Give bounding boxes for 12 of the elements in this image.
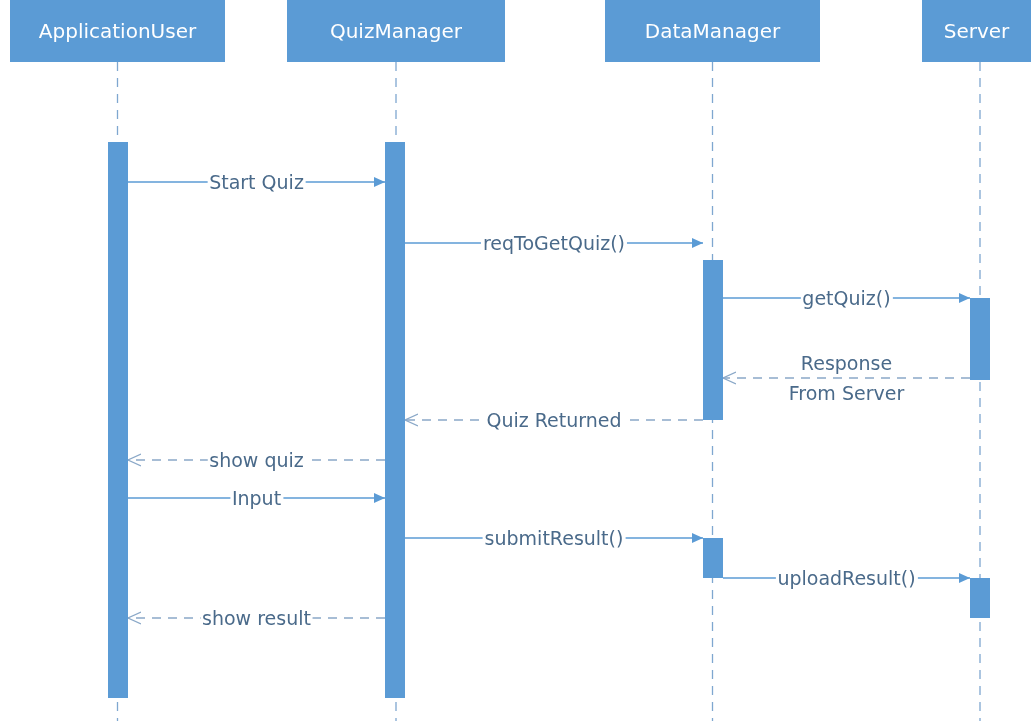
activation-bar [703, 538, 723, 578]
lifeline-header: Server [922, 0, 1031, 62]
activation-bar [108, 142, 128, 698]
activation-bar [970, 298, 990, 380]
message-label: Response From Server [787, 351, 906, 406]
lifeline-header: QuizManager [287, 0, 505, 62]
activation-bar [970, 578, 990, 618]
lifeline-header: ApplicationUser [10, 0, 225, 62]
return-arrow [722, 371, 971, 385]
lifeline-header: DataManager [605, 0, 820, 62]
activation-bar [385, 142, 405, 698]
activation-bar [703, 260, 723, 420]
